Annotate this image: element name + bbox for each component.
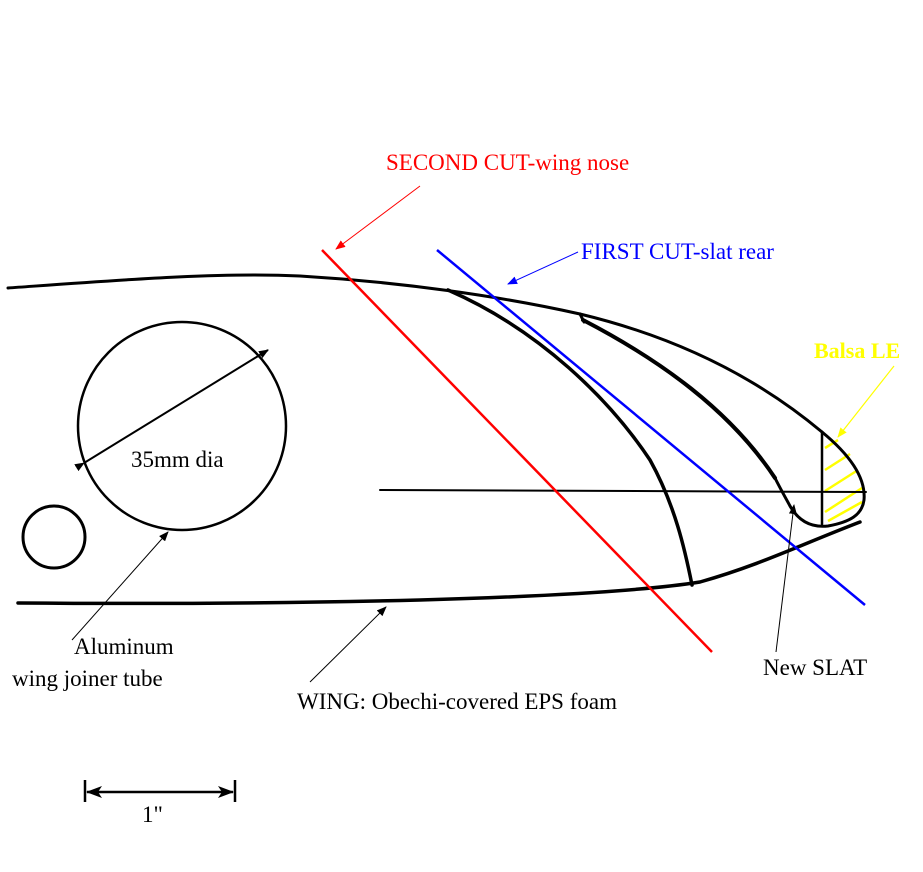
small-tube-circle [21, 504, 87, 570]
wing-nose-curve [446, 288, 694, 587]
new-slat-label: New SLAT [763, 655, 867, 680]
tube-arrow [71, 531, 169, 641]
wing-arrow [309, 606, 387, 683]
joiner-tube-label: wing joiner tube [12, 666, 163, 691]
first-cut-label: FIRST CUT-slat rear [581, 239, 774, 264]
slat-inner-surface [581, 318, 777, 480]
second-cut-label: SECOND CUT-wing nose [386, 150, 629, 175]
second-cut-arrow [335, 185, 421, 250]
slat-nose [773, 430, 866, 528]
first-cut-arrow [507, 251, 579, 285]
joiner-tube-circle [76, 320, 288, 532]
wing-lower-surface [16, 520, 862, 606]
diameter-arrow [74, 349, 269, 472]
wing-outline [6, 273, 867, 606]
slat-arrow [775, 504, 797, 653]
diameter-label: 35mm dia [131, 447, 224, 472]
wing-upper-surface [6, 273, 824, 434]
wing-label: WING: Obechi-covered EPS foam [297, 689, 617, 714]
scale-bar [83, 780, 237, 802]
chord-line [379, 489, 867, 493]
slat-tip [578, 312, 586, 324]
balsa-le-label: Balsa LE [814, 338, 900, 363]
scale-label: 1" [142, 802, 163, 827]
first-cut-line [436, 249, 866, 606]
aluminum-label: Aluminum [74, 634, 174, 659]
balsa-arrow [837, 365, 895, 438]
second-cut-line [321, 249, 713, 653]
